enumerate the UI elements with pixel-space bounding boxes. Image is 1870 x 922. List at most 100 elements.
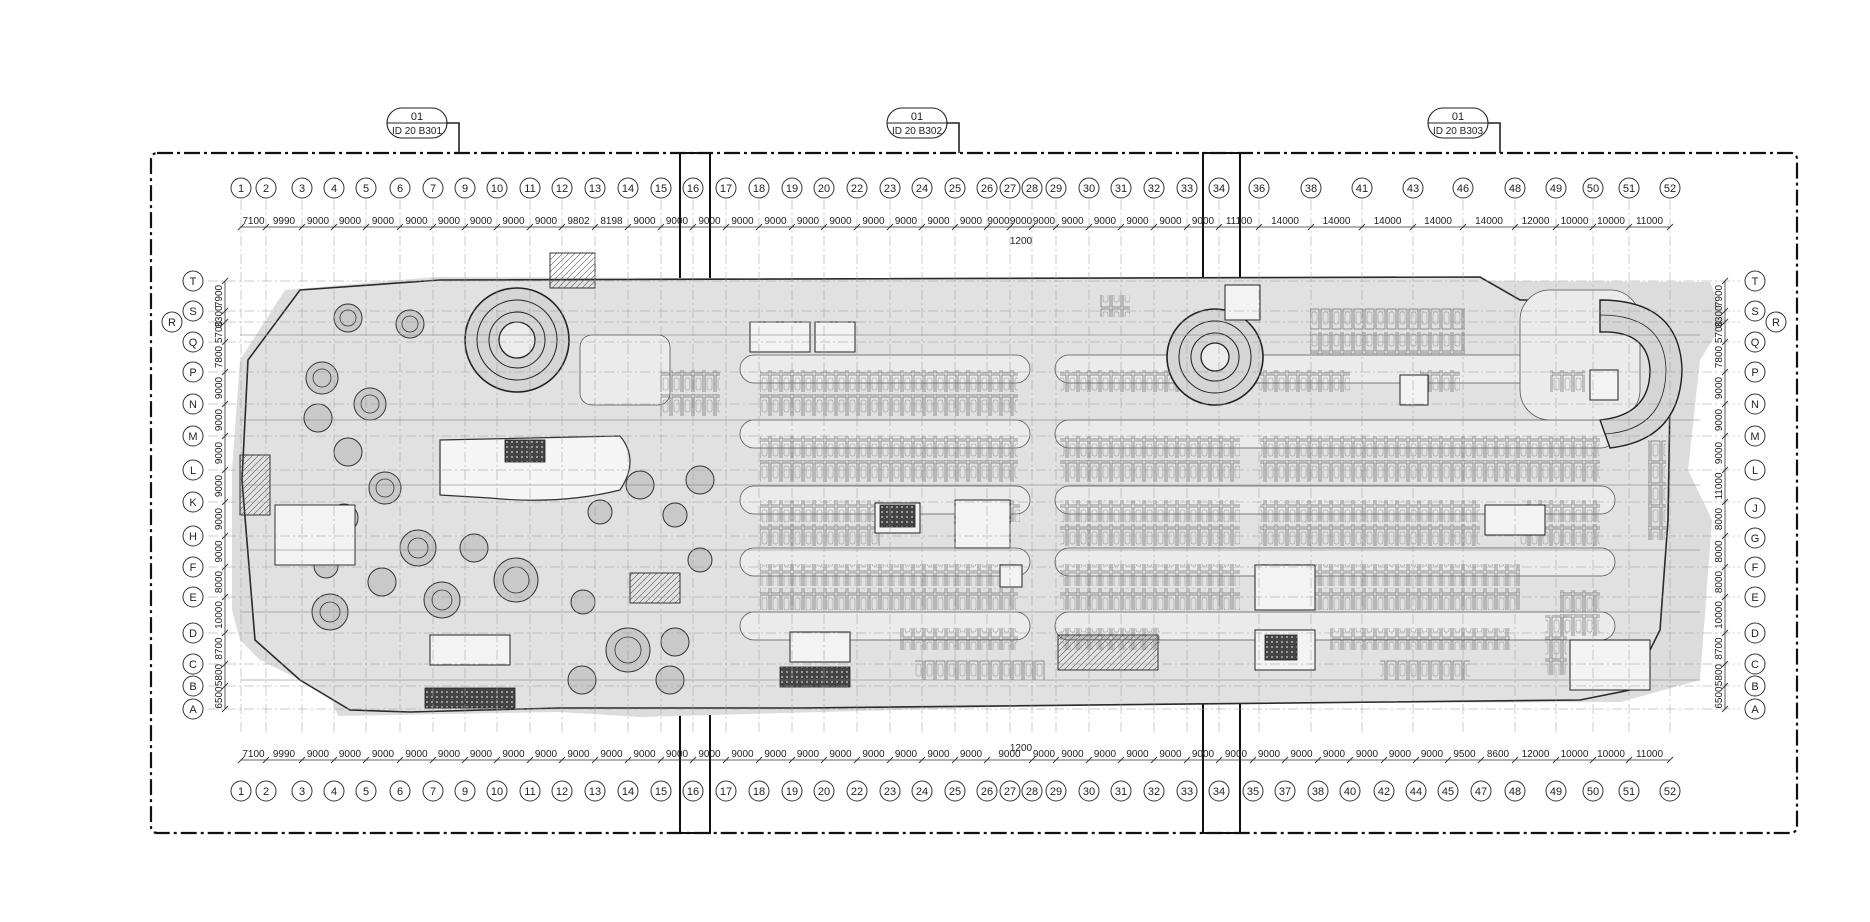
dimension-value: 9000 bbox=[372, 216, 395, 227]
dimension-value: 12000 bbox=[1522, 749, 1550, 760]
dimension-value: 8000 bbox=[214, 570, 225, 593]
dimension-value: 9000 bbox=[214, 441, 225, 464]
grid-bubble-label: A bbox=[189, 704, 197, 716]
grid-bubble-circle bbox=[1659, 177, 1681, 199]
grid-bubble-circle bbox=[1373, 780, 1395, 802]
section-tag-code: ID 20 B303 bbox=[1433, 126, 1483, 137]
row-bubble-left: D bbox=[182, 622, 204, 644]
dimension-tick bbox=[1721, 532, 1729, 540]
grid-bubble-circle bbox=[682, 780, 704, 802]
grid-bubble-label: 16 bbox=[687, 183, 699, 195]
grid-bubble-label: 49 bbox=[1550, 183, 1562, 195]
dimension-value: 14000 bbox=[1475, 216, 1503, 227]
dimension-tick bbox=[853, 756, 861, 764]
column-bubble-bottom: 40 bbox=[1339, 780, 1361, 802]
column-bubble-bottom: 4 bbox=[323, 780, 345, 802]
dimension-value: 9000 bbox=[764, 216, 787, 227]
row-bubble-left: H bbox=[182, 525, 204, 547]
dimension-tick bbox=[221, 338, 229, 346]
column-bubble-bottom: 48 bbox=[1504, 780, 1526, 802]
column-bubble-bottom: 32 bbox=[1143, 780, 1165, 802]
dimension-value: 5800 bbox=[214, 663, 225, 686]
grid-bubble-circle bbox=[1744, 675, 1766, 697]
grid-bubble-circle bbox=[1504, 177, 1526, 199]
grid-bubble-label: P bbox=[1751, 367, 1758, 379]
dimension-value: 9000 bbox=[438, 216, 461, 227]
row-bubble-right: C bbox=[1744, 653, 1766, 675]
column-bubble-bottom: 33 bbox=[1176, 780, 1198, 802]
row-bubble-right: S bbox=[1744, 300, 1766, 322]
grid-bubble-circle bbox=[1045, 177, 1067, 199]
grid-bubble-circle bbox=[781, 780, 803, 802]
row-bubble-right: D bbox=[1744, 622, 1766, 644]
grid-bubble-label: 14 bbox=[622, 183, 634, 195]
dimension-tick bbox=[1358, 223, 1366, 231]
grid-bubble-label: 34 bbox=[1213, 183, 1225, 195]
column-bubble-bottom: 42 bbox=[1373, 780, 1395, 802]
grid-bubble-label: 4 bbox=[331, 183, 337, 195]
dimension-tick bbox=[1346, 756, 1354, 764]
column-bubble-top: 22 bbox=[846, 177, 868, 199]
row-bubble-left: R bbox=[161, 311, 183, 333]
dimension-1200-bottom: 1200 bbox=[1010, 743, 1033, 754]
column-bubble-top: 48 bbox=[1504, 177, 1526, 199]
grid-bubble-label: P bbox=[189, 367, 196, 379]
grid-lines bbox=[208, 200, 1740, 735]
grid-bubble-label: 20 bbox=[818, 786, 830, 798]
grid-bubble-label: 17 bbox=[720, 183, 732, 195]
grid-bubble-circle bbox=[1744, 361, 1766, 383]
dimension-value: 9000 bbox=[1126, 749, 1149, 760]
column-bubble-top: 3 bbox=[291, 177, 313, 199]
dimension-value: 9000 bbox=[1389, 749, 1412, 760]
grid-bubble-label: R bbox=[1772, 317, 1780, 329]
section-tag-leader bbox=[447, 122, 460, 153]
grid-bubble-circle bbox=[355, 780, 377, 802]
grid-bubble-label: J bbox=[1752, 503, 1758, 515]
grid-bubble-label: E bbox=[189, 592, 196, 604]
dimension-value: 9000 bbox=[1010, 216, 1033, 227]
dimension-value: 9000 bbox=[339, 749, 362, 760]
dimension-tick bbox=[362, 223, 370, 231]
grid-bubble-circle bbox=[1242, 780, 1264, 802]
column-bubble-bottom: 23 bbox=[879, 780, 901, 802]
column-bubble-bottom: 35 bbox=[1242, 780, 1264, 802]
grid-bubble-label: A bbox=[1751, 704, 1759, 716]
column-bubble-top: 11 bbox=[519, 177, 541, 199]
row-bubble-right: T bbox=[1744, 270, 1766, 292]
grid-bubble-circle bbox=[846, 177, 868, 199]
dimension-tick bbox=[221, 629, 229, 637]
column-bubble-top: 24 bbox=[911, 177, 933, 199]
column-bubble-bottom: 9 bbox=[454, 780, 476, 802]
grid-bubble-label: 3 bbox=[299, 786, 305, 798]
grid-bubble-label: 48 bbox=[1509, 786, 1521, 798]
dimension-value: 3300 bbox=[214, 305, 225, 328]
section-tag-leader bbox=[1488, 122, 1501, 153]
grid-bubble-circle bbox=[1744, 527, 1766, 549]
dimension-value: 9000 bbox=[339, 216, 362, 227]
dimension-tick bbox=[1028, 223, 1036, 231]
grid-bubble-label: 20 bbox=[818, 183, 830, 195]
grid-bubble-circle bbox=[161, 311, 183, 333]
grid-bubble-circle bbox=[230, 780, 252, 802]
column-bubble-top: 12 bbox=[551, 177, 573, 199]
grid-bubble-label: 24 bbox=[916, 786, 928, 798]
grid-bubble-circle bbox=[1021, 177, 1043, 199]
dimension-value: 9000 bbox=[1094, 749, 1117, 760]
dimension-value: 9000 bbox=[405, 749, 428, 760]
column-bubble-top: 32 bbox=[1143, 177, 1165, 199]
row-bubble-right: G bbox=[1744, 527, 1766, 549]
grid-bubble-circle bbox=[182, 556, 204, 578]
grid-bubble-circle bbox=[650, 780, 672, 802]
grid-bubble-label: 52 bbox=[1664, 183, 1676, 195]
row-bubble-right: Q bbox=[1744, 331, 1766, 353]
grid-bubble-label: 16 bbox=[687, 786, 699, 798]
dimension-tick bbox=[1721, 432, 1729, 440]
dimension-value: 9000 bbox=[1714, 408, 1725, 431]
grid-bubble-label: 6 bbox=[397, 786, 403, 798]
column-bubble-bottom: 38 bbox=[1307, 780, 1329, 802]
dimension-tick bbox=[1721, 498, 1729, 506]
dimension-value: 9000 bbox=[927, 749, 950, 760]
grid-bubble-label: L bbox=[1752, 465, 1758, 477]
column-bubble-bottom: 12 bbox=[551, 780, 573, 802]
grid-bubble-circle bbox=[1744, 586, 1766, 608]
